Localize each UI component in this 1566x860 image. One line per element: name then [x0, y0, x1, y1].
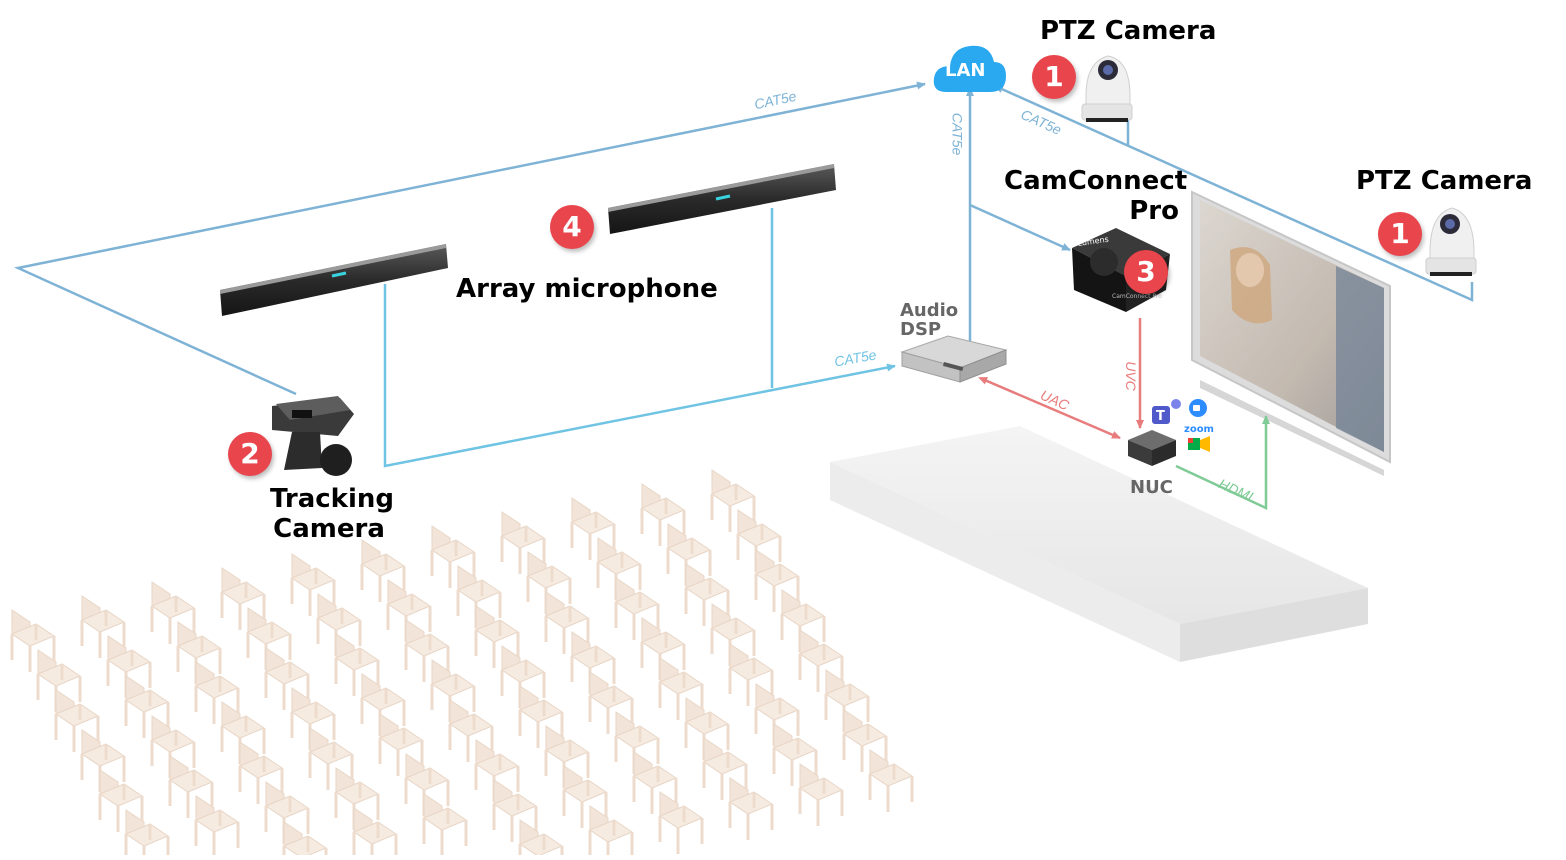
tracking-label-line2: Camera — [273, 514, 385, 544]
nuc-icon — [1128, 430, 1176, 466]
chair-icon — [728, 776, 774, 842]
chair-icon — [352, 806, 398, 860]
teams-icon: T — [1152, 399, 1181, 424]
nuc-label: NUC — [1130, 477, 1173, 498]
chair-icon — [194, 794, 240, 860]
chair-icon — [658, 790, 704, 856]
cat5e-vertical-label: CAT5e — [949, 112, 966, 156]
tracking-label-line1: Tracking — [270, 484, 394, 514]
av-wiring — [978, 318, 1270, 510]
badge-array-mic: 4 — [550, 205, 594, 249]
badge-ptz-top: 1 — [1032, 55, 1076, 99]
chair-icon — [518, 818, 564, 860]
audio-dsp-label: Audio DSP — [900, 301, 958, 339]
badge-tracking: 2 — [228, 432, 272, 476]
stage-platform — [830, 426, 1368, 662]
audio-dsp-line1: Audio — [900, 300, 959, 321]
zoom-wordmark: zoom — [1184, 424, 1214, 435]
camconnect-model-text: CamConnect Pro — [1112, 293, 1162, 300]
microphone-wiring — [383, 208, 896, 468]
chair-icon — [588, 804, 634, 860]
ptz-camera-top-label: PTZ Camera — [1040, 16, 1217, 46]
chair-icon — [422, 792, 468, 858]
uvc-label: UVC — [1122, 361, 1139, 391]
lan-label: LAN — [945, 60, 986, 81]
ptz-camera-icon — [1081, 55, 1133, 122]
svg-text:T: T — [1156, 409, 1165, 424]
cloud-icon — [933, 45, 1006, 92]
ptz-camera-icon — [1425, 207, 1477, 276]
array-microphone-icon — [220, 244, 448, 316]
zoom-icon: zoom — [1184, 399, 1214, 435]
chair-icon — [798, 762, 844, 828]
lan-wiring — [13, 81, 1474, 396]
ptz-camera-right-label: PTZ Camera — [1356, 166, 1533, 196]
badge-camconnect: 3 — [1124, 250, 1168, 294]
display-screen-icon — [1191, 190, 1391, 476]
tracking-camera-label: Tracking Camera — [270, 484, 394, 544]
tracking-camera-icon — [272, 396, 354, 476]
audio-dsp-icon — [900, 335, 1008, 383]
chair-icon — [282, 820, 328, 860]
google-meet-icon — [1188, 436, 1210, 452]
audio-dsp-line2: DSP — [900, 319, 942, 340]
audience-chairs — [10, 468, 914, 860]
badge-ptz-right: 1 — [1378, 212, 1422, 256]
array-microphone-label: Array microphone — [456, 274, 718, 304]
camconnect-label: CamConnect Pro — [1004, 166, 1188, 226]
camconnect-label-line1: CamConnect — [1004, 166, 1188, 196]
chair-icon — [124, 808, 170, 860]
chair-icon — [868, 748, 914, 814]
camconnect-label-line2: Pro — [1129, 196, 1179, 226]
camconnect-brand-text: Lumens — [1077, 235, 1109, 248]
array-microphone-icon — [608, 164, 836, 234]
